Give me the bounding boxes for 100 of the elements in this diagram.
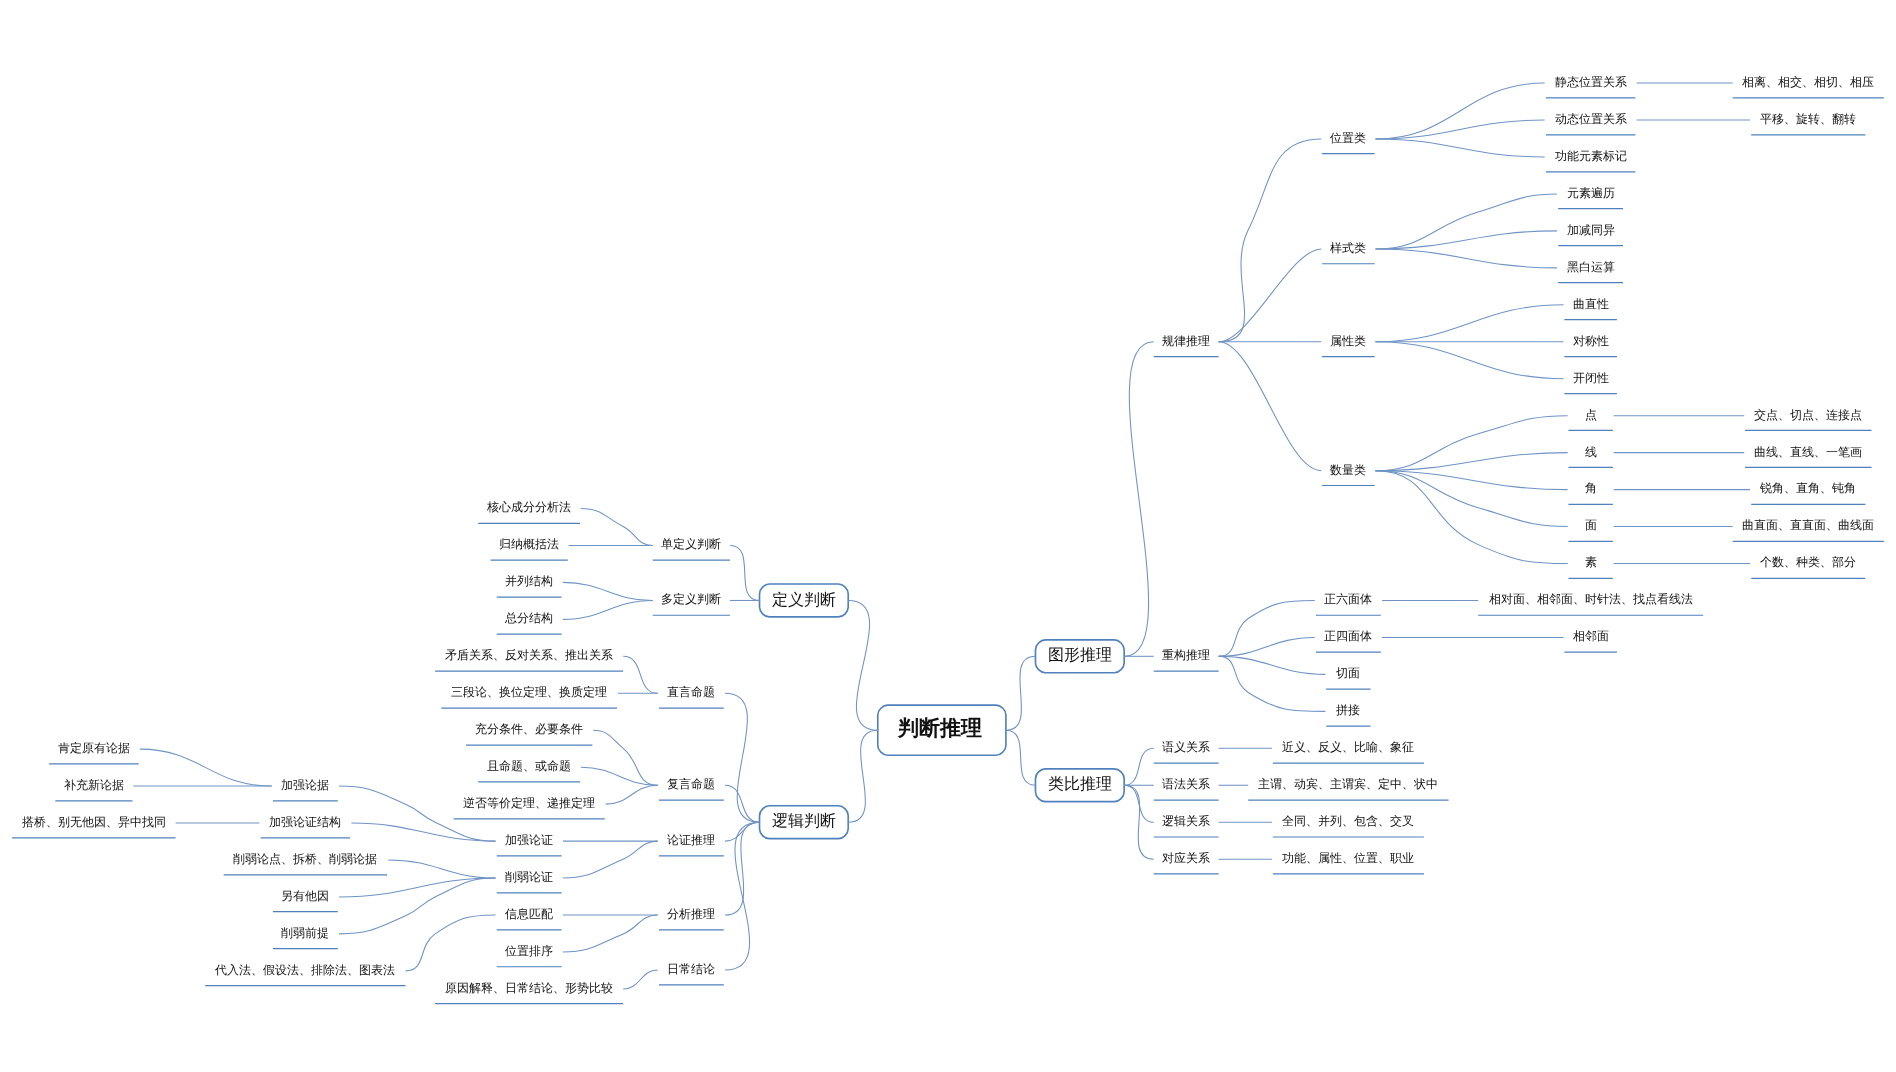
node-text: 加减同异 [1566,222,1615,237]
node-text: 逻辑关系 [1162,814,1211,829]
connector [724,692,761,823]
connector [1123,784,1155,860]
node-text: 近义、反义、比喻、象征 [1282,740,1415,755]
connector [729,544,761,601]
node-text: 功能、属性、位置、职业 [1282,851,1415,866]
node-text: 核心成分分析法 [487,500,572,515]
connector [1636,82,1734,84]
connector [622,969,659,990]
node-text: 搭桥、别无他因、异中找同 [21,814,166,829]
connector [1374,470,1569,565]
node-text: 个数、种类、部分 [1760,555,1857,570]
node-text: 多定义判断 [661,592,722,607]
connector [617,692,659,694]
node-box: 类比推理 [1034,768,1125,803]
connector [1613,452,1745,454]
node-text: 规律推理 [1162,333,1211,348]
connector [1123,747,1155,786]
node-box: 定义判断 [758,583,850,618]
node-text: 论证推理 [667,832,716,847]
node-text: 加强论据 [281,777,330,792]
node-text: 矛盾关系、反对关系、推出关系 [445,648,614,663]
connector [847,599,879,731]
node-text: 相邻面 [1572,629,1609,644]
connector [1005,655,1036,731]
node-text: 复言命题 [667,777,716,792]
node-text: 拼接 [1336,703,1361,718]
connector [338,877,496,935]
connector [562,840,659,879]
node-box: 逻辑判断 [758,804,850,840]
node-text: 语义关系 [1162,740,1211,755]
connector [1613,562,1751,565]
connector [1218,341,1322,472]
node-text: 信息匹配 [505,906,554,921]
node-text: 样式类 [1330,240,1367,255]
connector [1381,636,1565,638]
node-text: 面 [1584,518,1597,533]
node-text: 单定义判断 [661,537,722,552]
connector [724,784,761,823]
node-box: 图形推理 [1034,639,1125,674]
node-text: 加强论证结构 [269,814,342,829]
node-text: 全同、并列、包含、交叉 [1282,814,1415,829]
connector [580,766,659,786]
node-text: 分析推理 [667,906,716,921]
node-text: 静态位置关系 [1554,74,1627,89]
node-text: 补充新论据 [63,777,124,792]
connector [568,544,654,546]
connector [729,599,761,601]
node-text: 曲直性 [1572,296,1609,311]
connector [1218,747,1273,749]
node-text: 加强论证 [505,832,554,847]
node-text: 原因解释、日常结论、形势比较 [445,980,614,995]
connector [1374,248,1558,269]
connector [1613,415,1745,417]
connector [405,914,496,972]
node-text: 归纳概括法 [499,537,560,552]
connector [1636,119,1751,121]
node-text: 逆否等价定理、递推定理 [463,796,596,811]
connector [338,785,496,842]
node-text: 代入法、假设法、排除法、图表法 [215,962,396,977]
connector [1005,729,1036,786]
node-text: 削弱论点、拆桥、削弱论据 [233,851,378,866]
connector [1613,489,1751,491]
connector [562,914,659,953]
node-text: 三段论、换位定理、换质定理 [451,685,608,700]
node-text: 日常结论 [667,961,716,976]
node-text: 直言命题 [667,685,716,700]
connector [1123,341,1155,657]
node-text: 角 [1584,481,1597,496]
connector [1218,821,1273,823]
node-text: 功能元素标记 [1554,148,1627,163]
node-text: 数量类 [1330,462,1367,477]
node-text: 动态位置关系 [1554,111,1627,126]
connector [605,784,659,805]
node-text: 重构推理 [1162,648,1211,663]
connector [1218,858,1273,860]
connector [1123,655,1155,657]
node-text: 位置排序 [505,943,554,958]
node-text: 对称性 [1572,333,1609,348]
node-text: 且命题、或命题 [487,759,572,774]
node-text: 线 [1584,444,1597,459]
node-text: 属性类 [1330,333,1367,348]
connector [1218,655,1326,712]
connector [1218,784,1249,786]
node-text: 点 [1584,407,1597,422]
connector [1374,138,1546,158]
node-text: 曲线、直线、一笔画 [1754,444,1863,459]
node-text: 相对面、相邻面、时针法、找点看线法 [1488,592,1693,607]
connector [1381,599,1479,601]
node-text: 平移、旋转、翻转 [1760,111,1857,126]
node-text: 并列结构 [505,574,554,589]
node-text: 锐角、直角、钝角 [1760,481,1857,496]
node-text: 削弱论证 [505,869,554,884]
connector [350,822,496,842]
connector [562,599,654,620]
node-text: 黑白运算 [1566,259,1615,274]
node-text: 曲直面、直直面、曲线面 [1742,518,1875,533]
connector [562,840,659,842]
node-text: 充分条件、必要条件 [475,722,584,737]
